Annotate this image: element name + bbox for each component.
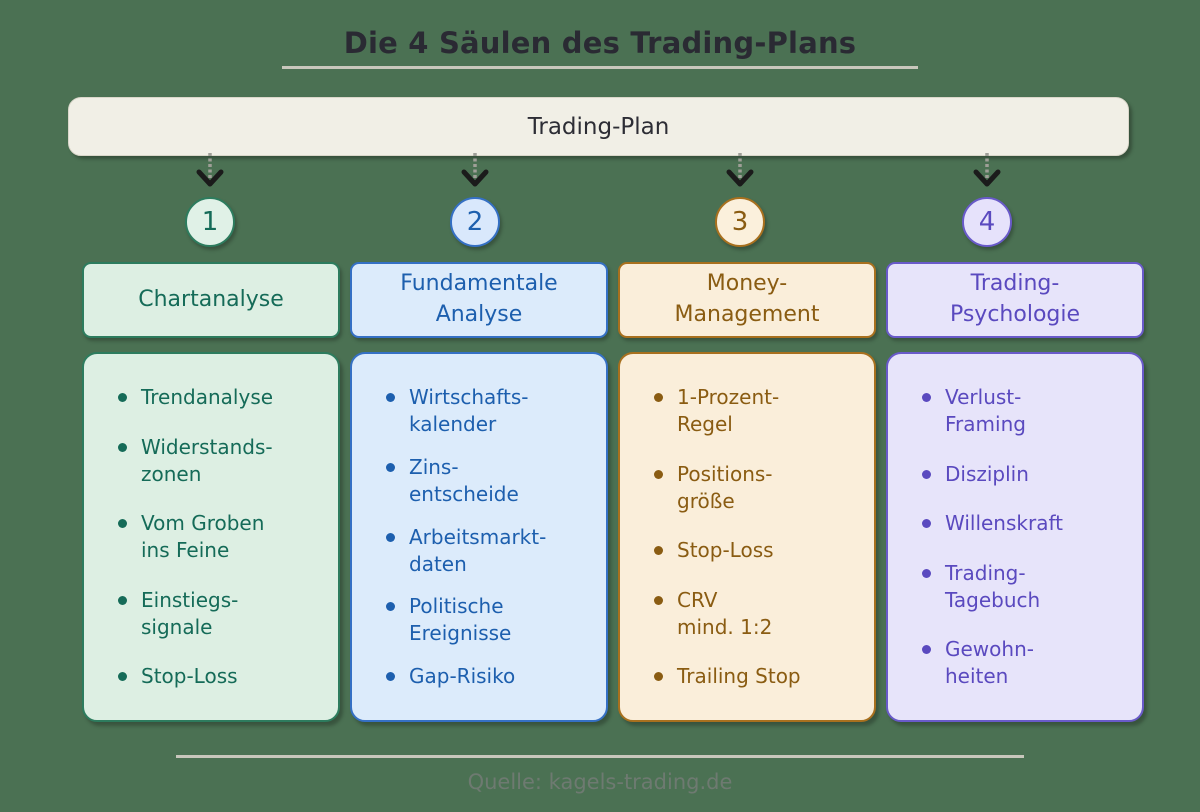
bullet-dot-icon <box>654 469 663 479</box>
bullet-dot-icon <box>922 645 931 654</box>
list-item: Trading- Tagebuch <box>922 560 1134 614</box>
pillar-item-list: Verlust- Framing Disziplin Willenskraft … <box>888 354 1142 720</box>
list-item: Disziplin <box>922 461 1134 488</box>
arrow-group-1: 1 <box>182 153 238 247</box>
bullet-dot-icon <box>386 393 395 402</box>
list-item: Arbeitsmarkt- daten <box>386 524 598 578</box>
title-underline <box>282 66 918 69</box>
list-item: Trendanalyse <box>118 384 330 411</box>
pillar-item-list: Trendanalyse Widerstands- zonen Vom Grob… <box>84 354 338 720</box>
pillar-header-label: Chartanalyse <box>138 286 284 312</box>
pillar-number-badge: 4 <box>962 197 1012 247</box>
list-item: Einstiegs- signale <box>118 587 330 641</box>
pillar-header-label: Money- Management <box>674 271 820 327</box>
list-item: Trailing Stop <box>654 663 866 690</box>
pillar-number-badge: 3 <box>715 197 765 247</box>
pillar-header-label: Fundamentale Analyse <box>400 271 558 327</box>
bullet-dot-icon <box>118 519 127 528</box>
bullet-dot-icon <box>386 672 395 681</box>
list-item: Wirtschafts- kalender <box>386 384 598 438</box>
pillar-card-chartanalyse: Trendanalyse Widerstands- zonen Vom Grob… <box>82 352 340 722</box>
bullet-dot-icon <box>922 469 931 479</box>
bullet-dot-icon <box>386 602 395 612</box>
down-arrow-icon <box>726 153 754 187</box>
trading-plan-banner: Trading-Plan <box>68 97 1129 156</box>
list-item: Stop-Loss <box>118 663 330 690</box>
bullet-dot-icon <box>654 393 663 402</box>
down-arrow-icon <box>196 153 224 187</box>
pillar-header-chartanalyse: Chartanalyse <box>82 262 340 338</box>
pillar-card-fundamentale-analyse: Wirtschafts- kalender Zins- entscheide A… <box>350 352 608 722</box>
pillar-card-trading-psychologie: Verlust- Framing Disziplin Willenskraft … <box>886 352 1144 722</box>
arrow-group-3: 3 <box>712 153 768 247</box>
pillar-number-badge: 1 <box>185 197 235 247</box>
list-item: Gewohn- heiten <box>922 636 1134 690</box>
bullet-dot-icon <box>922 393 931 402</box>
bullet-dot-icon <box>654 672 663 681</box>
bullet-dot-icon <box>386 532 395 542</box>
list-item: Widerstands- zonen <box>118 434 330 488</box>
bullet-dot-icon <box>118 672 127 681</box>
bullet-dot-icon <box>118 393 127 402</box>
bullet-dot-icon <box>654 595 663 605</box>
list-item: Gap-Risiko <box>386 663 598 690</box>
list-item: Vom Groben ins Feine <box>118 510 330 564</box>
down-arrow-icon <box>973 153 1001 187</box>
page-title: Die 4 Säulen des Trading-Plans <box>343 26 857 60</box>
pillar-item-list: 1-Prozent- Regel Positions- größe Stop-L… <box>620 354 874 720</box>
list-item: 1-Prozent- Regel <box>654 384 866 438</box>
pillar-number-badge: 2 <box>450 197 500 247</box>
bullet-dot-icon <box>654 546 663 555</box>
arrow-group-4: 4 <box>959 153 1015 247</box>
list-item: Verlust- Framing <box>922 384 1134 438</box>
pillar-header-trading-psychologie: Trading- Psychologie <box>886 262 1144 338</box>
bullet-dot-icon <box>386 462 395 472</box>
bullet-dot-icon <box>118 595 127 605</box>
pillar-header-fundamentale-analyse: Fundamentale Analyse <box>350 262 608 338</box>
pillar-item-list: Wirtschafts- kalender Zins- entscheide A… <box>352 354 606 720</box>
list-item: Willenskraft <box>922 510 1134 537</box>
bullet-dot-icon <box>118 442 127 452</box>
list-item: Zins- entscheide <box>386 454 598 508</box>
list-item: Positions- größe <box>654 461 866 515</box>
footer-divider <box>176 755 1024 758</box>
down-arrow-icon <box>461 153 489 187</box>
bullet-dot-icon <box>922 519 931 528</box>
source-credit: Quelle: kagels-trading.de <box>467 770 733 794</box>
pillar-header-label: Trading- Psychologie <box>949 271 1081 327</box>
arrow-group-2: 2 <box>447 153 503 247</box>
bullet-dot-icon <box>922 568 931 578</box>
list-item: CRV mind. 1:2 <box>654 587 866 641</box>
list-item: Politische Ereignisse <box>386 593 598 647</box>
banner-label: Trading-Plan <box>527 113 670 140</box>
pillar-header-money-management: Money- Management <box>618 262 876 338</box>
pillar-card-money-management: 1-Prozent- Regel Positions- größe Stop-L… <box>618 352 876 722</box>
list-item: Stop-Loss <box>654 537 866 564</box>
